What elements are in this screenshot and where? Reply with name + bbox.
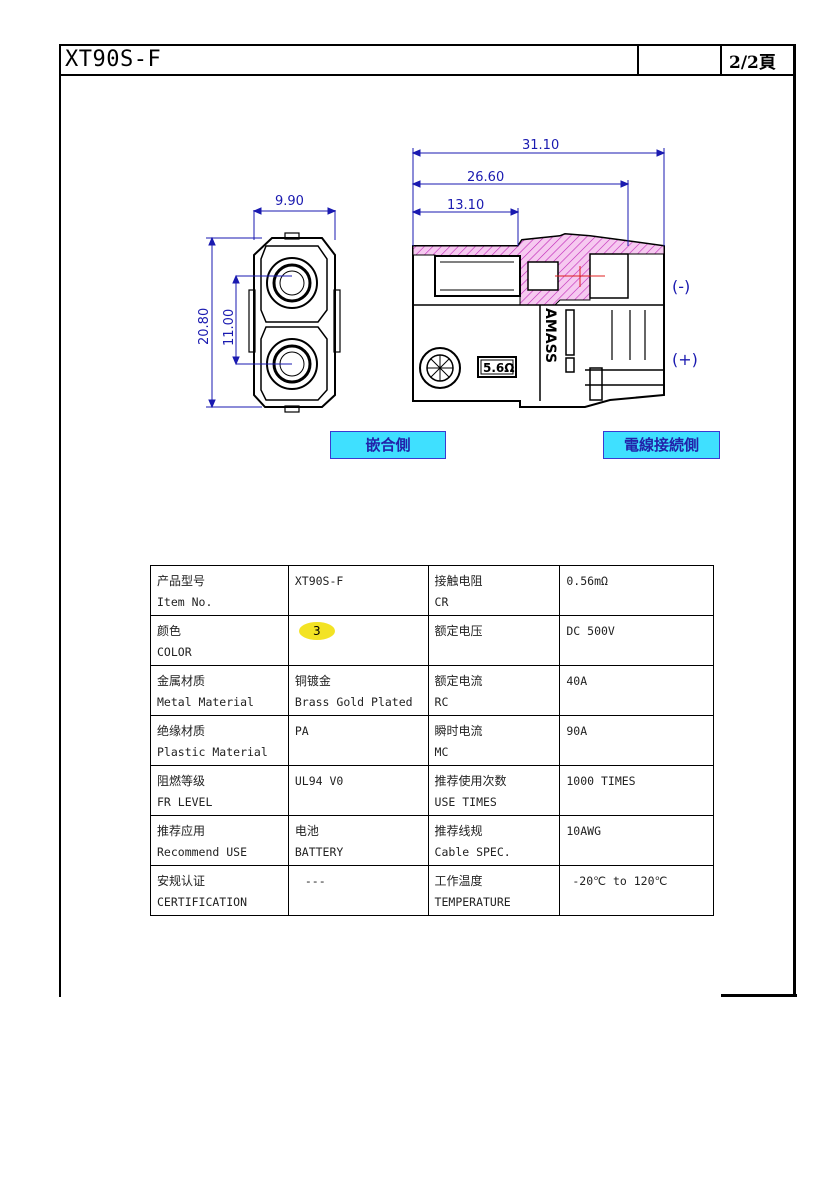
- spec-key-cn: 推荐使用次数: [434, 774, 507, 788]
- table-row: 安规认证 CERTIFICATION --- 工作温度 TEMPERATURE -2…: [150, 865, 714, 916]
- spec-key-en: FR LEVEL: [157, 795, 213, 809]
- spec-key-en: CR: [434, 595, 449, 609]
- spec-value-cn: 电池: [294, 824, 319, 838]
- spec-key-en: Metal Material: [157, 695, 254, 709]
- spec-key-cn: 颜色: [157, 624, 182, 638]
- spec-value: PA: [294, 724, 309, 738]
- spec-key-en: CERTIFICATION: [157, 895, 248, 909]
- spec-value: 40A: [566, 674, 588, 688]
- drawing-frame: [59, 44, 796, 997]
- title-block: XT90S-F: [59, 44, 796, 76]
- spec-key-cn: 产品型号: [157, 574, 206, 588]
- spec-value: XT90S-F: [294, 574, 344, 588]
- spec-key-en: COLOR: [157, 645, 192, 659]
- spec-key-en: Cable SPEC.: [434, 845, 511, 859]
- spec-key-en: Plastic Material: [157, 745, 268, 759]
- spec-key-cn: 阻燃等级: [157, 774, 206, 788]
- table-row: 推荐应用 Recommend USE 电池 BATTERY 推荐线规 Cable SP…: [150, 815, 714, 866]
- spec-key-cn: 金属材质: [157, 674, 206, 688]
- title-block-page-cell: [720, 44, 796, 74]
- spec-table: 产品型号 Item No. XT90S-F 接触电阻 CR 0.56mΩ 颜色 COL…: [150, 565, 714, 916]
- spec-key-en: TEMPERATURE: [434, 895, 511, 909]
- spec-key-cn: 安规认证: [157, 874, 206, 888]
- front-dimensions: [206, 207, 337, 409]
- polarity-negative-label: (-): [672, 277, 690, 296]
- spec-key-cn: 工作温度: [434, 874, 483, 888]
- table-row: 产品型号 Item No. XT90S-F 接触电阻 CR 0.56mΩ: [150, 565, 714, 616]
- spec-key-cn: 额定电流: [434, 674, 483, 688]
- dim-length-front: 13.10: [447, 198, 484, 213]
- spec-value: 0.56mΩ: [566, 574, 608, 588]
- spec-value: 1000 TIMES: [566, 774, 636, 788]
- title-block-empty-cell: [637, 44, 721, 74]
- color-code-chip: 3: [298, 622, 335, 640]
- spec-value: 90A: [566, 724, 588, 738]
- front-view: [236, 232, 341, 413]
- table-row: 绝缘材质 Plastic Material PA 瞬时电流 MC 90A: [150, 715, 714, 766]
- spec-key-cn: 瞬时电流: [434, 724, 483, 738]
- spec-value-cn: 铜镀金: [294, 674, 331, 688]
- spec-value: -20℃ to 120℃: [572, 874, 668, 888]
- connector-drawing: 9.90 20.80 11.00 5.6Ω AMASS: [197, 138, 698, 413]
- spec-key-en: RC: [434, 695, 449, 709]
- spec-key-en: MC: [434, 745, 449, 759]
- spec-value: DC 500V: [566, 624, 615, 638]
- spec-key-en: Recommend USE: [157, 845, 248, 859]
- wire-side-label: 電線接続側: [603, 431, 720, 459]
- spec-value: 10AWG: [566, 824, 601, 838]
- spec-key-cn: 推荐应用: [157, 824, 206, 838]
- spec-key-cn: 额定电压: [434, 624, 483, 638]
- spec-key-cn: 推荐线规: [434, 824, 483, 838]
- table-row: 颜色 COLOR 3 额定电压 DC 500V: [150, 615, 714, 666]
- resistor-marking: 5.6Ω: [483, 361, 514, 375]
- spec-key-en: Item No.: [157, 595, 213, 609]
- spec-value: ---: [304, 874, 326, 888]
- spec-key-cn: 绝缘材质: [157, 724, 206, 738]
- spec-key-en: USE TIMES: [434, 795, 497, 809]
- side-view: [412, 232, 665, 408]
- page-number: 2/2頁: [729, 53, 776, 73]
- frame-corner-mark: [721, 994, 797, 997]
- mating-side-label: 嵌合側: [330, 431, 446, 459]
- brand-marking: AMASS: [542, 308, 558, 363]
- spec-key-cn: 接触电阻: [434, 574, 483, 588]
- dim-height-front: 20.80: [197, 308, 212, 345]
- dim-pin-pitch: 11.00: [222, 309, 237, 346]
- polarity-positive-label: (+): [672, 350, 698, 369]
- drawing-title: XT90S-F: [65, 47, 162, 72]
- spec-value-en: BATTERY: [294, 845, 344, 859]
- dim-length-body: 26.60: [467, 170, 504, 185]
- dim-width-front: 9.90: [275, 194, 304, 209]
- spec-value: UL94 V0: [294, 774, 344, 788]
- side-dimensions: [411, 148, 666, 246]
- table-row: 阻燃等级 FR LEVEL UL94 V0 推荐使用次数 USE TIMES 100…: [150, 765, 714, 816]
- spec-value-en: Brass Gold Plated: [294, 695, 413, 709]
- dim-length-total: 31.10: [522, 138, 559, 153]
